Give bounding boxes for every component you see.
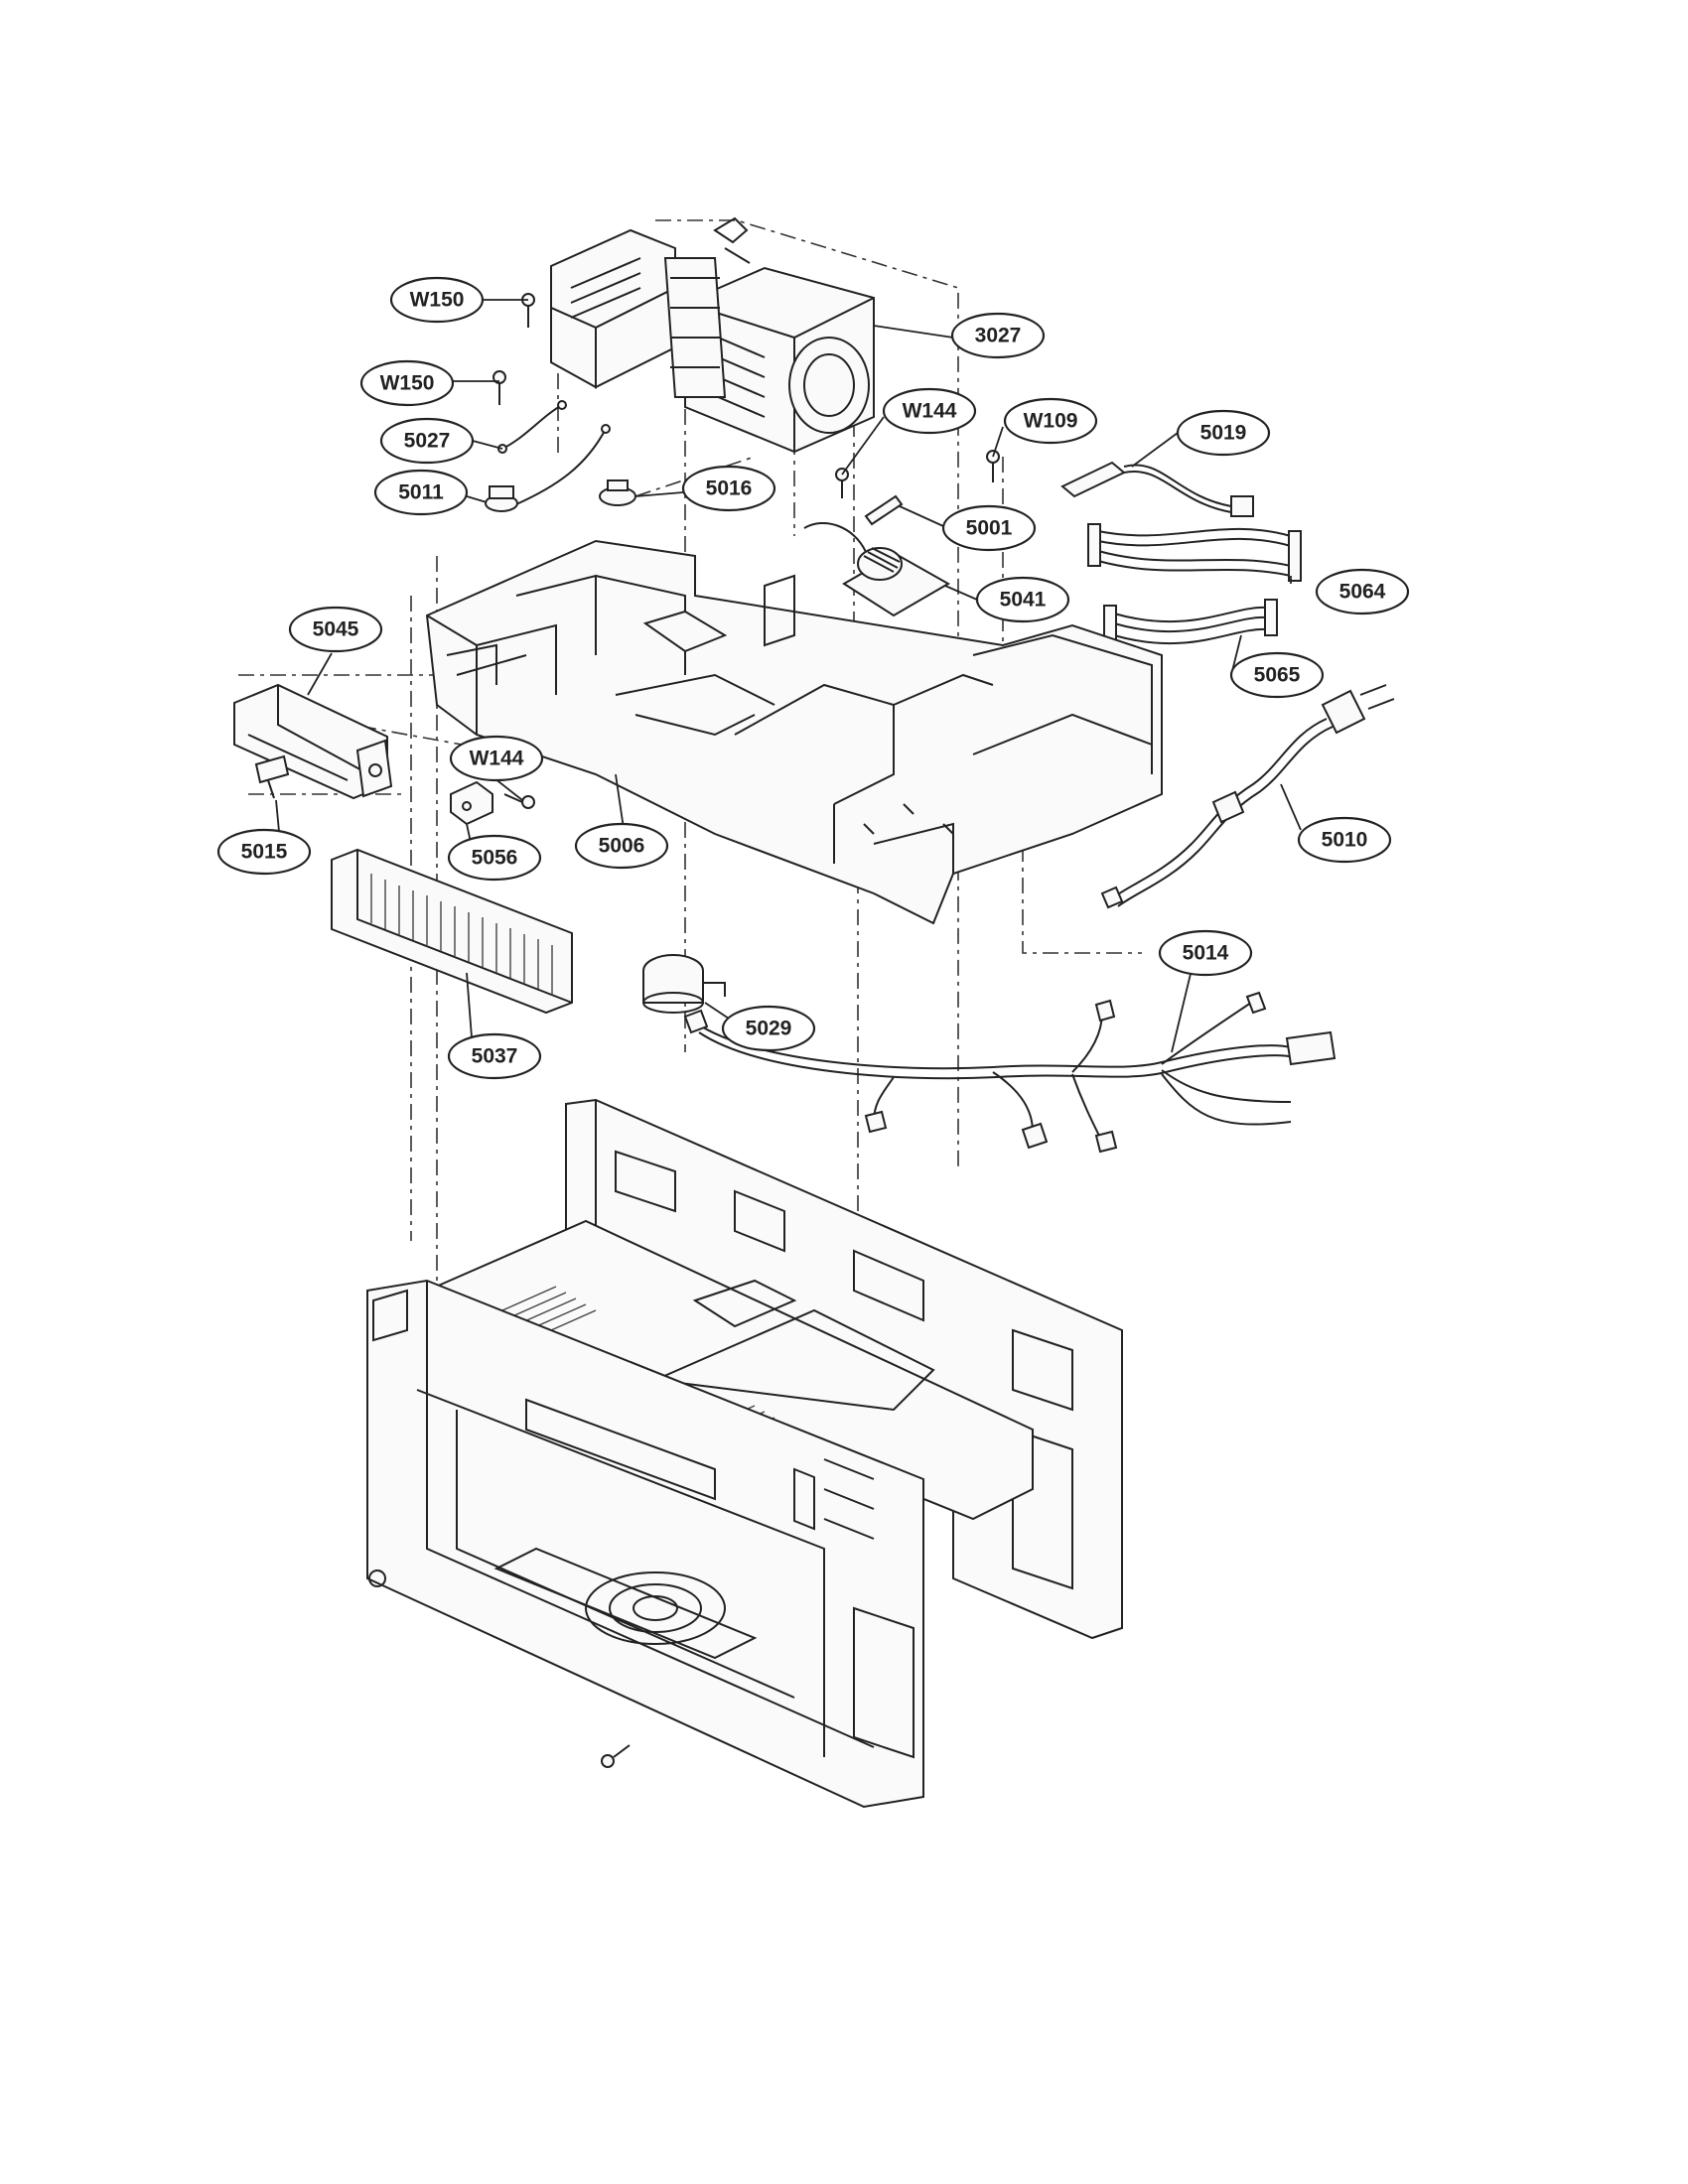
callout-5014: 5014 [1158,929,1253,977]
callout-label: 5014 [1183,942,1229,965]
callout-5027: 5027 [379,417,475,465]
callout-label: W150 [380,372,435,395]
damper-bracket [450,780,493,826]
thermostat-wire [497,400,611,505]
oven-cavity-chassis [366,1098,1123,1809]
screw-w150-mid [492,370,506,405]
callout-label: W150 [410,289,465,312]
callout-w150-mid: W150 [359,359,455,407]
thermal-fuse [599,479,636,506]
callout-label: 3027 [975,325,1022,347]
wire-harness-upper [1087,523,1302,582]
callout-label: 5029 [746,1018,792,1040]
callout-w144-mid: W144 [449,735,544,782]
fuse [864,494,904,526]
callout-5006: 5006 [574,822,669,870]
callout-w109: W109 [1003,397,1098,445]
vent-grille [331,848,573,1015]
callout-label: W109 [1024,410,1078,433]
screw-w109 [986,450,1000,482]
callout-label: 5015 [241,841,288,864]
callout-label: 5016 [706,478,753,500]
callout-label: 5037 [472,1045,518,1068]
wire-harness-lower [1103,599,1278,644]
callout-5016: 5016 [681,465,776,512]
callout-5019: 5019 [1176,409,1271,457]
callout-w144-top: W144 [882,387,977,435]
callout-5010: 5010 [1297,816,1392,864]
callout-5045: 5045 [288,606,383,653]
callout-label: 5065 [1254,664,1301,687]
humidity-sensor [254,754,290,799]
callout-label: W144 [470,748,524,770]
callout-label: 5019 [1200,422,1247,445]
callout-label: 5011 [398,481,444,504]
callout-label: 5010 [1322,829,1368,852]
callout-5041: 5041 [975,576,1070,623]
callout-label: 5006 [599,835,645,858]
callout-label: 5064 [1339,581,1386,604]
callout-w150-top: W150 [389,276,485,324]
screw-bottom [601,1744,631,1768]
callout-label: 5041 [1000,589,1047,612]
connector-cable [1060,461,1254,517]
callout-5029: 5029 [721,1005,816,1052]
power-cord [1100,684,1395,909]
callout-5011: 5011 [373,469,469,516]
blower-motor-assembly [550,216,875,454]
callout-label: 5027 [404,430,451,453]
thermostat [485,485,518,512]
callout-label: 5045 [313,618,359,641]
screw-w144-mid [503,793,535,809]
fan-motor [642,954,726,1014]
callout-label: 5001 [966,517,1013,540]
callout-label: W144 [903,400,957,423]
callout-5037: 5037 [447,1032,542,1080]
base-plate [425,539,1163,925]
callout-5056: 5056 [447,834,542,882]
callout-3027: 3027 [950,312,1046,359]
callout-5064: 5064 [1315,568,1410,615]
control-board [803,521,951,617]
damper-housing [233,683,393,800]
callout-label: 5056 [472,847,518,870]
callout-5015: 5015 [216,828,312,876]
callout-5065: 5065 [1229,651,1325,699]
main-wire-harness [683,991,1336,1154]
callout-5001: 5001 [941,504,1037,552]
